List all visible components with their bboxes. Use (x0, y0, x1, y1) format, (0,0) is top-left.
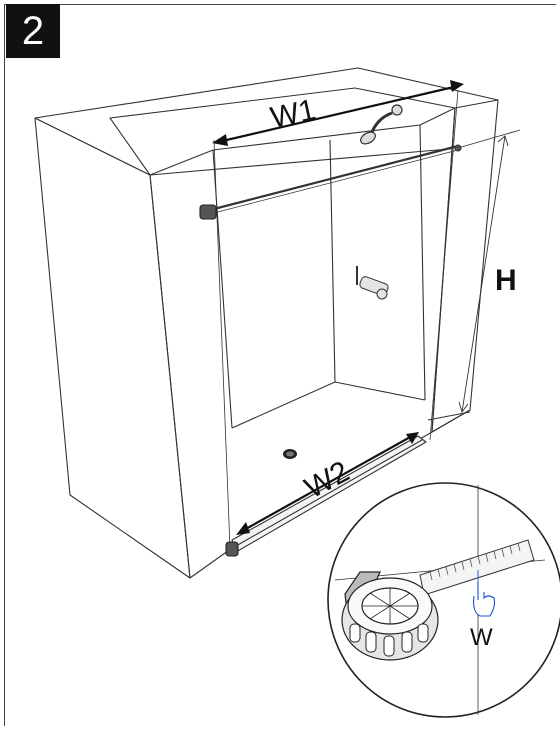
drain-icon (283, 449, 297, 459)
hand-pointer-icon (473, 570, 496, 617)
tape-measure-icon (341, 571, 439, 661)
illustration-frame (4, 4, 556, 726)
shower-head-icon (360, 104, 403, 145)
back-wall (212, 124, 426, 429)
alcove-top-rim (34, 67, 499, 176)
bottom-track (225, 435, 427, 557)
h-dimension-arrow (427, 129, 521, 421)
w-detail-label: W (470, 624, 493, 651)
w1-dimension-arrow (212, 80, 464, 146)
tape-measure-detail-callout: W (327, 482, 560, 718)
top-rail (199, 144, 462, 220)
w2-dimension-arrow (236, 432, 419, 535)
step-number-badge: 2 (6, 4, 60, 58)
h-label: H (495, 264, 517, 297)
shower-valve-icon (356, 266, 389, 300)
left-wall (34, 117, 191, 579)
